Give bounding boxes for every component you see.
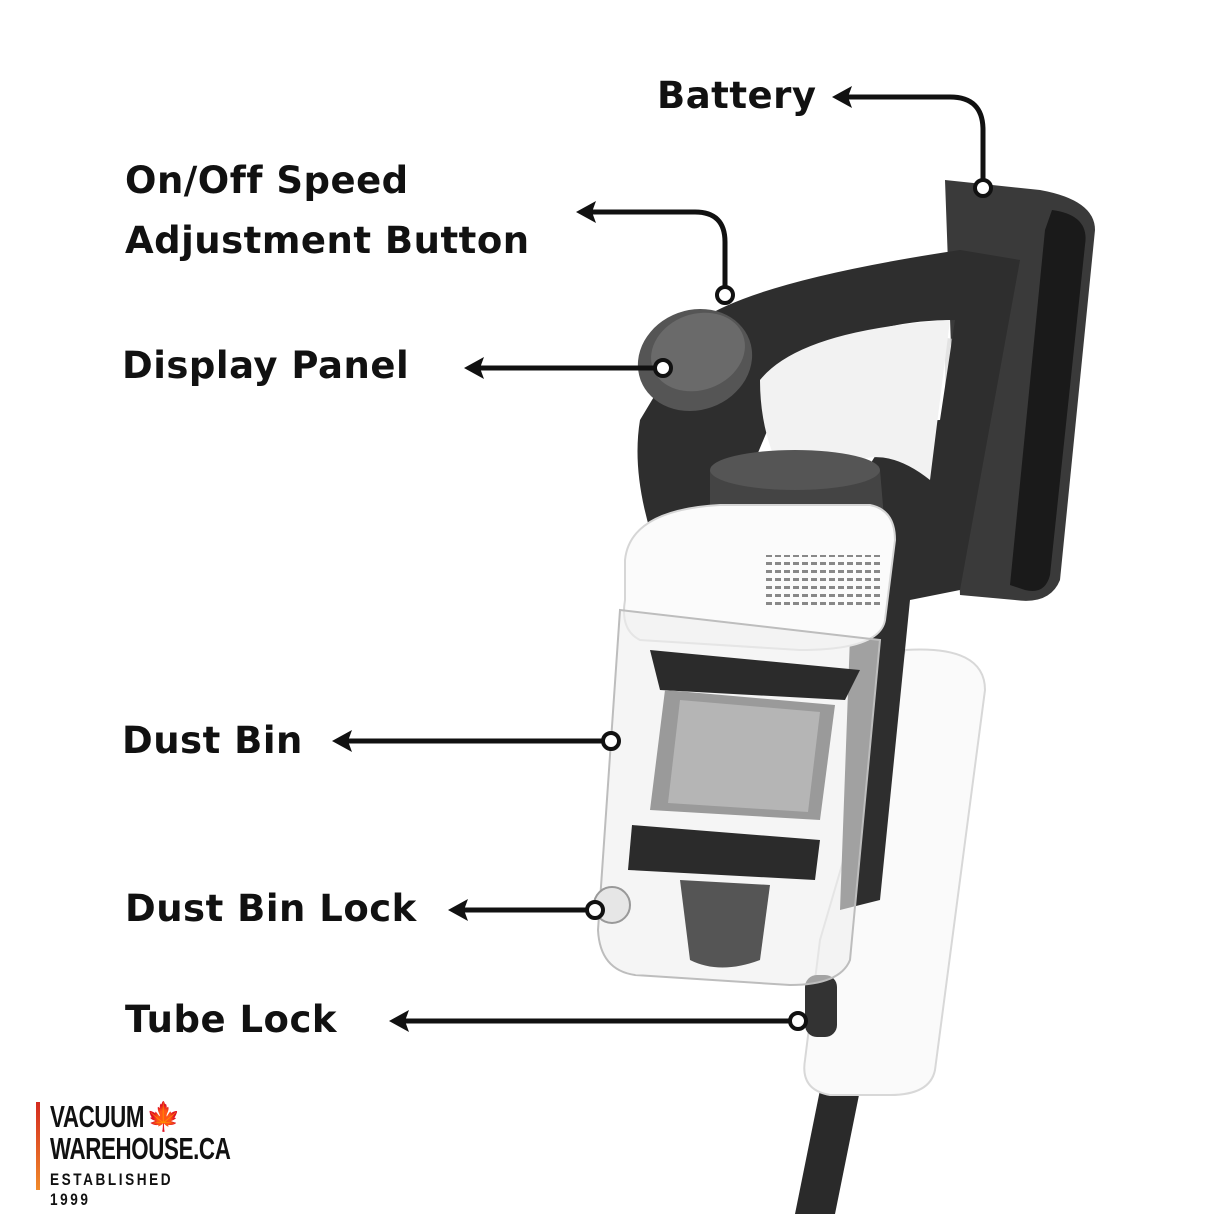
label-on-off-line2: Adjustment Button — [125, 219, 530, 262]
arrow-dust-bin — [332, 730, 352, 752]
label-tube-lock: Tube Lock — [125, 998, 338, 1041]
handle — [637, 250, 1020, 910]
arrow-heads — [332, 86, 852, 1032]
callout-lines — [345, 94, 986, 1024]
wand-tube — [795, 1090, 860, 1214]
arrow-on-off — [576, 201, 596, 223]
logo-line3: ESTABLISHED 1999 — [50, 1170, 174, 1209]
arrow-battery — [832, 86, 852, 108]
label-on-off-line1: On/Off Speed — [125, 159, 409, 202]
logo-line1: VACUUM — [50, 1099, 145, 1134]
logo-accent-bar — [36, 1102, 40, 1190]
arrow-dust-bin-lock — [448, 899, 468, 921]
maple-leaf-icon: 🍁 — [146, 1102, 181, 1133]
arrow-tube-lock — [389, 1010, 409, 1032]
callout-dots — [585, 178, 993, 1031]
label-dust-bin: Dust Bin — [122, 719, 303, 762]
arrow-display — [464, 357, 484, 379]
tube-lock-button — [805, 975, 837, 1037]
label-dust-bin-lock: Dust Bin Lock — [125, 887, 417, 930]
logo-line2: WAREHOUSE.CA — [50, 1131, 231, 1166]
tube-connector — [803, 648, 987, 1096]
label-battery: Battery — [657, 74, 817, 117]
label-display-panel: Display Panel — [122, 344, 410, 387]
